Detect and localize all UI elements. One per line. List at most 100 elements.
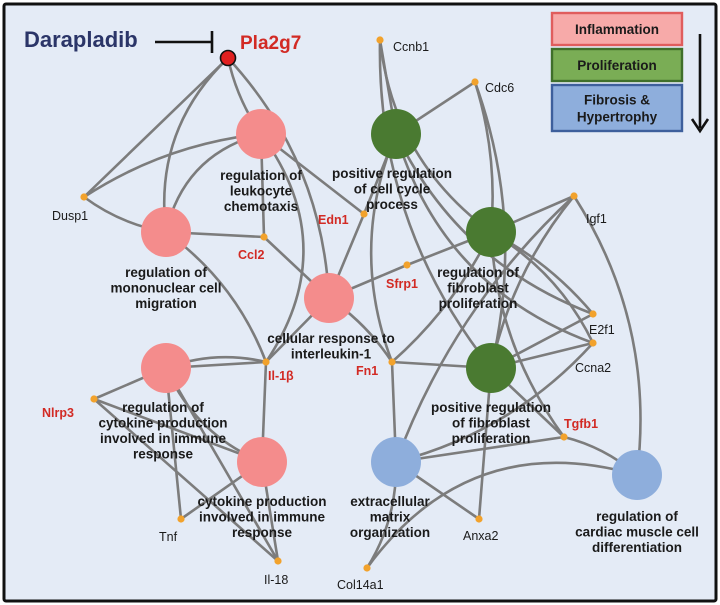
edge-pla2g7-dusp1 [82,56,230,199]
process-label-posfibro: positive regulation [431,400,551,415]
process-node-leuko [236,109,286,159]
process-label-cardiac: regulation of [596,509,678,524]
process-label-leuko: leukocyte [230,184,293,199]
process-label-il1resp: interleukin-1 [291,347,372,362]
process-label-fibroprolif: regulation of [437,265,519,280]
edge-igf1-ecm [394,194,576,464]
process-label-cellcycle: process [366,197,418,212]
gene-dot-sfrp1 [403,261,411,269]
gene-ccnb1: Ccnb1 [376,36,429,54]
edge-cellcycle-ccna2 [394,132,595,345]
gene-dot-col14a1 [363,564,371,572]
process-label-posfibro: of fibroblast [452,416,530,431]
legend-swatch [550,47,684,83]
legend-swatch [550,83,684,133]
process-label-cardiac: cardiac muscle cell [575,525,699,540]
gene-dot-edn1 [360,210,368,218]
legend-label: Hypertrophy [577,110,658,125]
gene-dot-cdc6 [471,78,479,86]
down-arrow-icon [690,34,710,134]
gene-dot-ccnb1 [376,36,384,44]
process-node-il1resp [304,273,354,323]
gene-anxa2: Anxa2 [463,515,498,543]
edge-pla2g7-il1resp [226,56,331,300]
gene-e2f1: E2f1 [589,310,615,337]
process-node-mono [141,207,191,257]
gene-label-tgfb1: Tgfb1 [564,417,598,431]
process-node-cytoprod [237,437,287,487]
legend-label: Proliferation [577,58,657,73]
process-label-mono: migration [135,296,197,311]
gene-tnf: Tnf [159,515,185,544]
gene-dot-igf1 [570,192,578,200]
process-label-cytoreg: cytokine production [98,416,227,431]
process-label-fibroprolif: proliferation [439,296,518,311]
process-label-cellcycle: of cell cycle [354,182,431,197]
edge-layer [82,38,642,570]
gene-label-il18: Il-18 [264,573,288,587]
gene-label-sfrp1: Sfrp1 [386,277,418,291]
process-label-cytoprod: cytokine production [197,494,326,509]
process-label-mono: regulation of [125,265,207,280]
gene-label-igf1: Igf1 [586,212,607,226]
gene-label-ccna2: Ccna2 [575,361,611,375]
process-label-cytoprod: involved in immune [199,510,326,525]
process-label-posfibro: proliferation [452,431,531,446]
process-label-cytoreg: regulation of [122,400,204,415]
edge-cellcycle-fn1 [369,132,398,364]
edge-ecm-ccna2 [394,341,595,464]
gene-nlrp3: Nlrp3 [42,395,98,420]
gene-dot-e2f1 [589,310,597,318]
gene-fn1: Fn1 [356,358,396,378]
process-node-fibroprolif [466,207,516,257]
process-label-ecm: matrix [370,510,411,525]
gene-label-col14a1: Col14a1 [337,578,384,592]
gene-col14a1: Col14a1 [337,564,384,592]
process-label-mono: mononuclear cell [110,281,221,296]
gene-label-nlrp3: Nlrp3 [42,406,74,420]
process-label-cytoreg: involved in immune [100,431,227,446]
gene-label-edn1: Edn1 [318,213,349,227]
gene-dot-ccl2 [260,233,268,241]
process-node-ecm [371,437,421,487]
edge-nlrp3-il18 [92,397,280,563]
process-label-cytoprod: response [232,525,293,540]
process-label-cellcycle: positive regulation [332,166,452,181]
gene-label-tnf: Tnf [159,530,178,544]
gene-label-dusp1: Dusp1 [52,209,88,223]
legend-item-fibrosis: Fibrosis & Hypertrophy [550,83,684,133]
gene-label-e2f1: E2f1 [589,323,615,337]
gene-edn1: Edn1 [318,210,368,227]
process-label-ecm: extracellular [350,494,430,509]
gene-dusp1: Dusp1 [52,193,88,223]
legend-label: Inflammation [575,22,659,37]
gene-dot-dusp1 [80,193,88,201]
gene-il18: Il-18 [264,557,288,587]
gene-dot-ccna2 [589,339,597,347]
gene-label-ccnb1: Ccnb1 [393,40,429,54]
gene-il1b: Il-1β [262,358,294,383]
legend-label: Fibrosis & [584,93,650,108]
gene-label-cdc6: Cdc6 [485,81,514,95]
process-node-cellcycle [371,109,421,159]
process-label-fibroprolif: fibroblast [447,281,509,296]
gene-label-fn1: Fn1 [356,364,378,378]
process-label-il1resp: cellular response to [267,331,395,346]
process-label-cytoreg: response [133,447,194,462]
gene-ccna2: Ccna2 [575,339,611,375]
edge-cardiac-col14a1 [365,461,639,570]
